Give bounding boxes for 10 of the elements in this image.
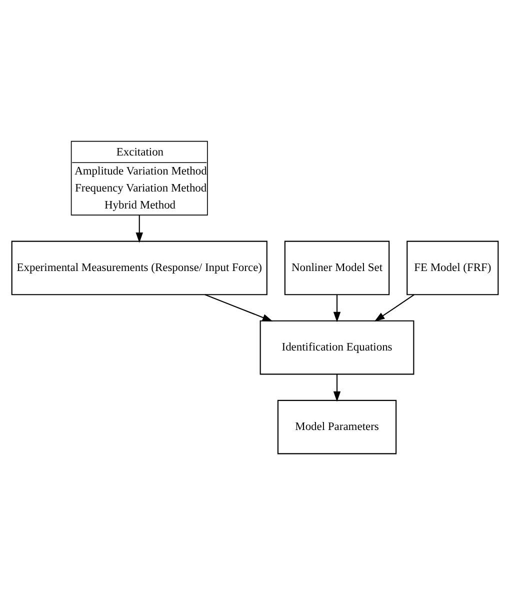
arrow (333, 294, 341, 322)
node-box: Model Parameters (277, 399, 397, 454)
arrow (333, 374, 341, 402)
node-box: Nonliner Model Set (284, 240, 390, 295)
node-box: Experimental Measurements (Response/ Input Force) (11, 240, 268, 295)
node-box: Identification Equations (260, 320, 414, 374)
arrow (204, 294, 273, 321)
arrow (136, 214, 143, 242)
node-box: FE Model (FRF) (406, 240, 499, 295)
arrow (374, 294, 414, 321)
